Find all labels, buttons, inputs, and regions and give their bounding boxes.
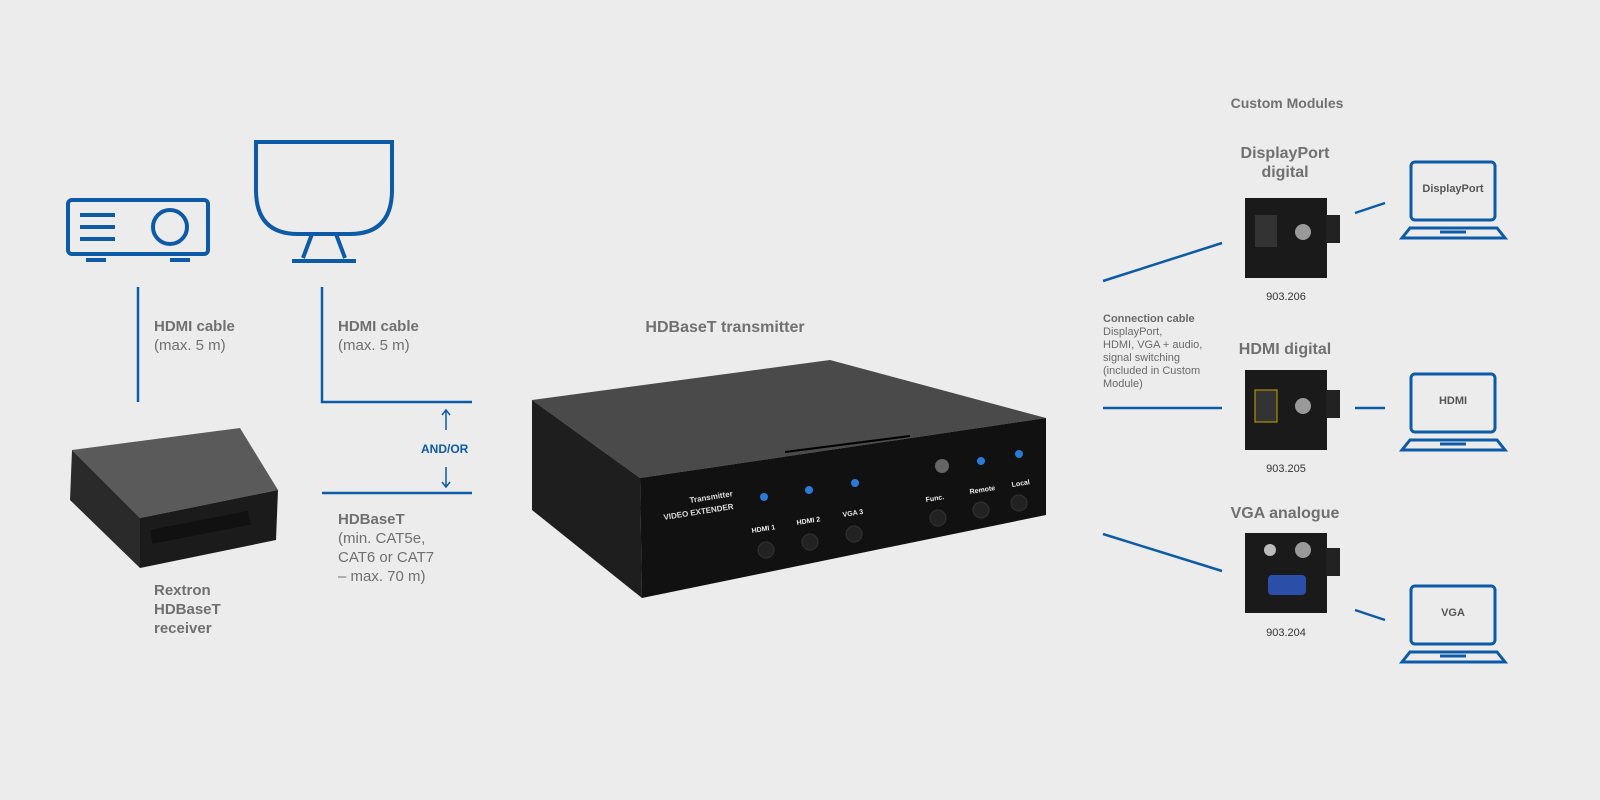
module-title-vga: VGA analogue — [1230, 505, 1340, 522]
button-label-hdmi-1: HDMI 1 — [751, 524, 776, 535]
custom-modules-title: Custom Modules — [1230, 95, 1344, 111]
and-or-arrows — [441, 408, 451, 489]
button-label-vga-3: VGA 3 — [842, 509, 864, 519]
button-label-hdmi-2: HDMI 2 — [796, 516, 821, 527]
module-title-hdmi: HDMI digital — [1238, 341, 1332, 358]
laptop-icon — [1398, 160, 1509, 240]
button-label-remote: Remote — [969, 485, 996, 496]
custom-module-devices — [1245, 198, 1340, 613]
laptop-icon — [1398, 584, 1509, 664]
module-code: 903.205 — [1266, 463, 1306, 475]
and-or-label: AND/OR — [421, 442, 469, 456]
laptop-label: DisplayPort — [1422, 183, 1484, 195]
hdbaset-cable-label: HDBaseT(min. CAT5e,CAT6 or CAT7– max. 70… — [338, 511, 435, 585]
monitor-icon — [254, 140, 394, 263]
transmitter-button-labels: HDMI 1 HDMI 2 VGA 3 Func. Remote Local — [751, 479, 1030, 535]
button-label-func: Func. — [925, 494, 945, 504]
module-code: 903.204 — [1266, 627, 1306, 639]
module-code: 903.206 — [1266, 291, 1306, 303]
hdmi-cable-2-label: HDMI cable(max. 5 m) — [338, 318, 419, 354]
receiver-device — [70, 428, 278, 568]
laptop-icon — [1398, 372, 1509, 452]
button-label-local: Local — [1011, 479, 1030, 489]
laptop-label: HDMI — [1438, 395, 1468, 407]
transmitter-device: Transmitter VIDEO EXTENDER HDMI 1 HDMI 2… — [532, 360, 1046, 598]
projector-icon — [66, 198, 210, 262]
transmitter-title: HDBaseT transmitter — [645, 319, 805, 336]
laptop-label: VGA — [1441, 607, 1465, 619]
hdmi-cable-1-label: HDMI cable(max. 5 m) — [154, 318, 235, 354]
cables — [136, 201, 1386, 622]
